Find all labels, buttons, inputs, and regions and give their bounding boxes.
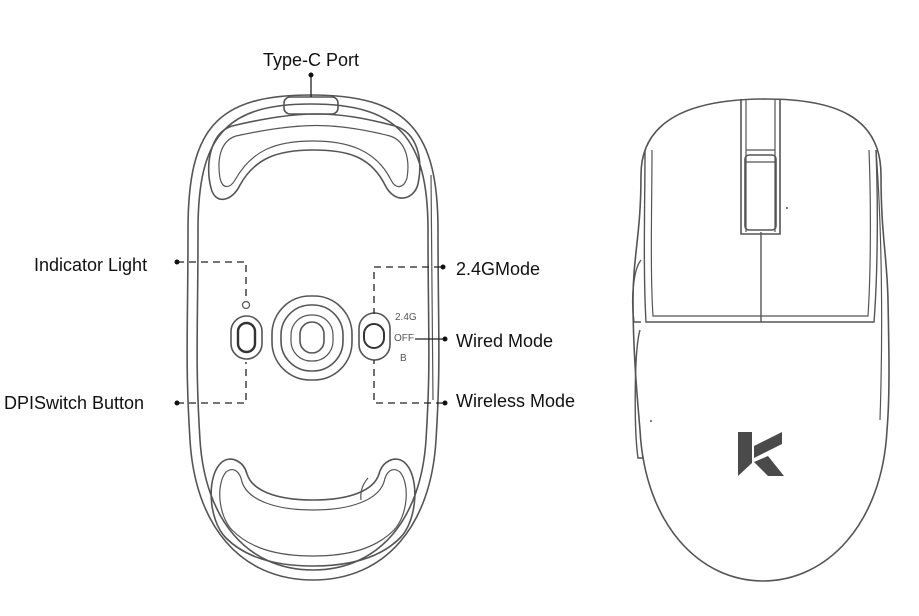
sensor-inner: [290, 314, 334, 362]
top-dot-left: [650, 420, 652, 422]
scroll-channel-outer: [740, 99, 781, 235]
indicator-dot: [174, 259, 180, 265]
bottom-curve-mark: [360, 477, 369, 501]
right-edge-line: [875, 149, 883, 421]
wired-mode-label: Wired Mode: [456, 331, 554, 351]
wireless-mode-label: Wireless Mode: [456, 391, 576, 411]
sensor-outer: [271, 295, 353, 381]
switch-marking-off: OFF: [394, 333, 414, 344]
bottom-glide-foot-outer: [210, 458, 416, 567]
mouse-top-view: [632, 98, 890, 582]
type-c-port-label: Type-C Port: [263, 50, 360, 70]
wireless-leader: [373, 360, 443, 404]
sensor-mid: [280, 304, 344, 372]
scroll-wheel: [744, 154, 777, 231]
top-glide-foot-inner: [218, 124, 409, 188]
dpi-switch-button-label: DPISwitch Button: [4, 393, 145, 413]
switch-marking-b: B: [400, 353, 407, 364]
leader-lines: [177, 76, 443, 404]
wireless-dot: [442, 400, 448, 406]
bottom-inner-shell: [196, 103, 430, 571]
switch-marking-24g: 2.4G: [395, 312, 417, 323]
bottom-outer-shell: [186, 94, 440, 581]
dpi-button-inner: [236, 321, 257, 354]
bottom-glide-foot-inner: [219, 469, 407, 557]
mouse-bottom-view: [186, 94, 440, 581]
scroll-channel-inner: [745, 99, 776, 232]
top-outer-shell: [632, 98, 890, 582]
indicator-light-shape: [241, 300, 251, 310]
mode-24g-leader: [373, 266, 441, 314]
dpi-leader: [177, 362, 247, 404]
mode-switch-knob: [363, 323, 385, 349]
brand-logo-icon: [738, 432, 784, 476]
mode-24g-label: 2.4GMode: [456, 259, 541, 279]
dpi-dot: [174, 400, 180, 406]
type-c-port-shape: [283, 96, 339, 115]
top-glide-foot-outer: [207, 113, 421, 201]
type-c-dot: [308, 72, 314, 78]
leader-dots: [174, 72, 448, 406]
bottom-side-ridge: [430, 174, 434, 401]
wired-dot: [442, 336, 448, 342]
indicator-light-label: Indicator Light: [34, 255, 148, 275]
sensor-lens: [299, 321, 325, 354]
side-button-front: [632, 259, 642, 323]
side-button-back: [634, 329, 644, 459]
dpi-button-shape: [230, 315, 263, 360]
buttons-boundary: [643, 149, 879, 323]
mode-24g-dot: [440, 264, 446, 270]
top-dot-small: [786, 207, 788, 209]
